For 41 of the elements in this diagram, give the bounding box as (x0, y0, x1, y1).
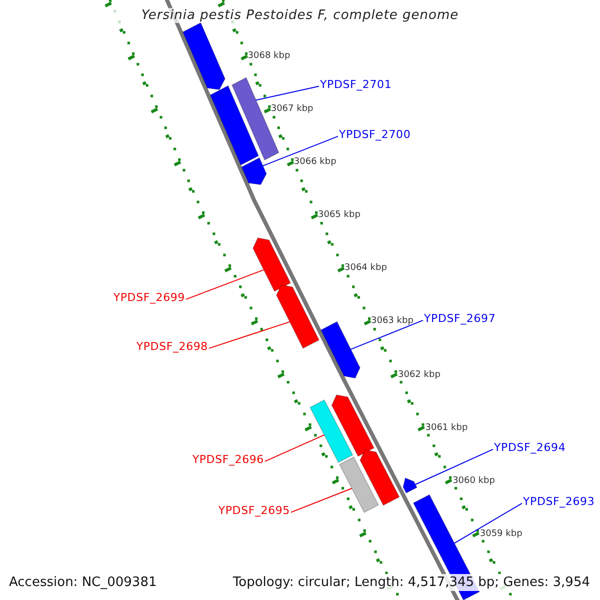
gene-feature (241, 157, 267, 186)
tick-label: 3059 kbp (480, 529, 522, 540)
accession-text: Accession: NC_009381 (7, 574, 159, 591)
leader-line (454, 502, 522, 544)
gene-label: YPDSF_2694 (494, 442, 566, 455)
tick-label: 3062 kbp (398, 370, 440, 380)
gene-feature (331, 394, 375, 457)
gene-feature (252, 237, 292, 292)
gene-label: YPDSF_2695 (218, 505, 290, 518)
gene-feature (320, 321, 360, 379)
leader-line (264, 434, 325, 462)
tick-label: 3067 kbp (270, 104, 314, 114)
tick-label: 3066 kbp (294, 157, 336, 168)
gene-label: YPDSF_2696 (192, 454, 264, 467)
gene-feature (276, 284, 320, 349)
leader-line (186, 269, 264, 300)
gene-feature (338, 456, 379, 513)
gene-feature (402, 477, 418, 494)
leader-line (256, 86, 320, 101)
gene-feature (210, 85, 260, 166)
tick-label: 3065 kbp (318, 210, 360, 220)
leader-line (208, 321, 290, 349)
tick-label: 3061 kbp (425, 423, 468, 434)
gene-label: YPDSF_2698 (136, 341, 208, 354)
gene-feature (310, 399, 354, 463)
tick-label: 3064 kbp (344, 263, 387, 274)
gene-label: YPDSF_2697 (424, 313, 496, 326)
tick-label: 3060 kbp (452, 476, 495, 486)
tick-label: 3068 kbp (248, 51, 290, 62)
leader-line (262, 136, 338, 166)
genome-stats-text: Topology: circular; Length: 4,517,345 bp; Genes: 3,954 (230, 574, 592, 591)
leader-line (414, 448, 494, 485)
tick-label: 3063 kbp (371, 316, 414, 326)
leader-line (290, 488, 352, 513)
gene-label: YPDSF_2699 (113, 292, 185, 305)
leader-line (350, 320, 424, 350)
gene-feature (182, 22, 226, 90)
gene-label: YPDSF_2701 (320, 79, 392, 92)
gene-label: YPDSF_2700 (339, 129, 411, 142)
gene-feature (360, 449, 400, 506)
gene-label: YPDSF_2693 (523, 496, 595, 509)
